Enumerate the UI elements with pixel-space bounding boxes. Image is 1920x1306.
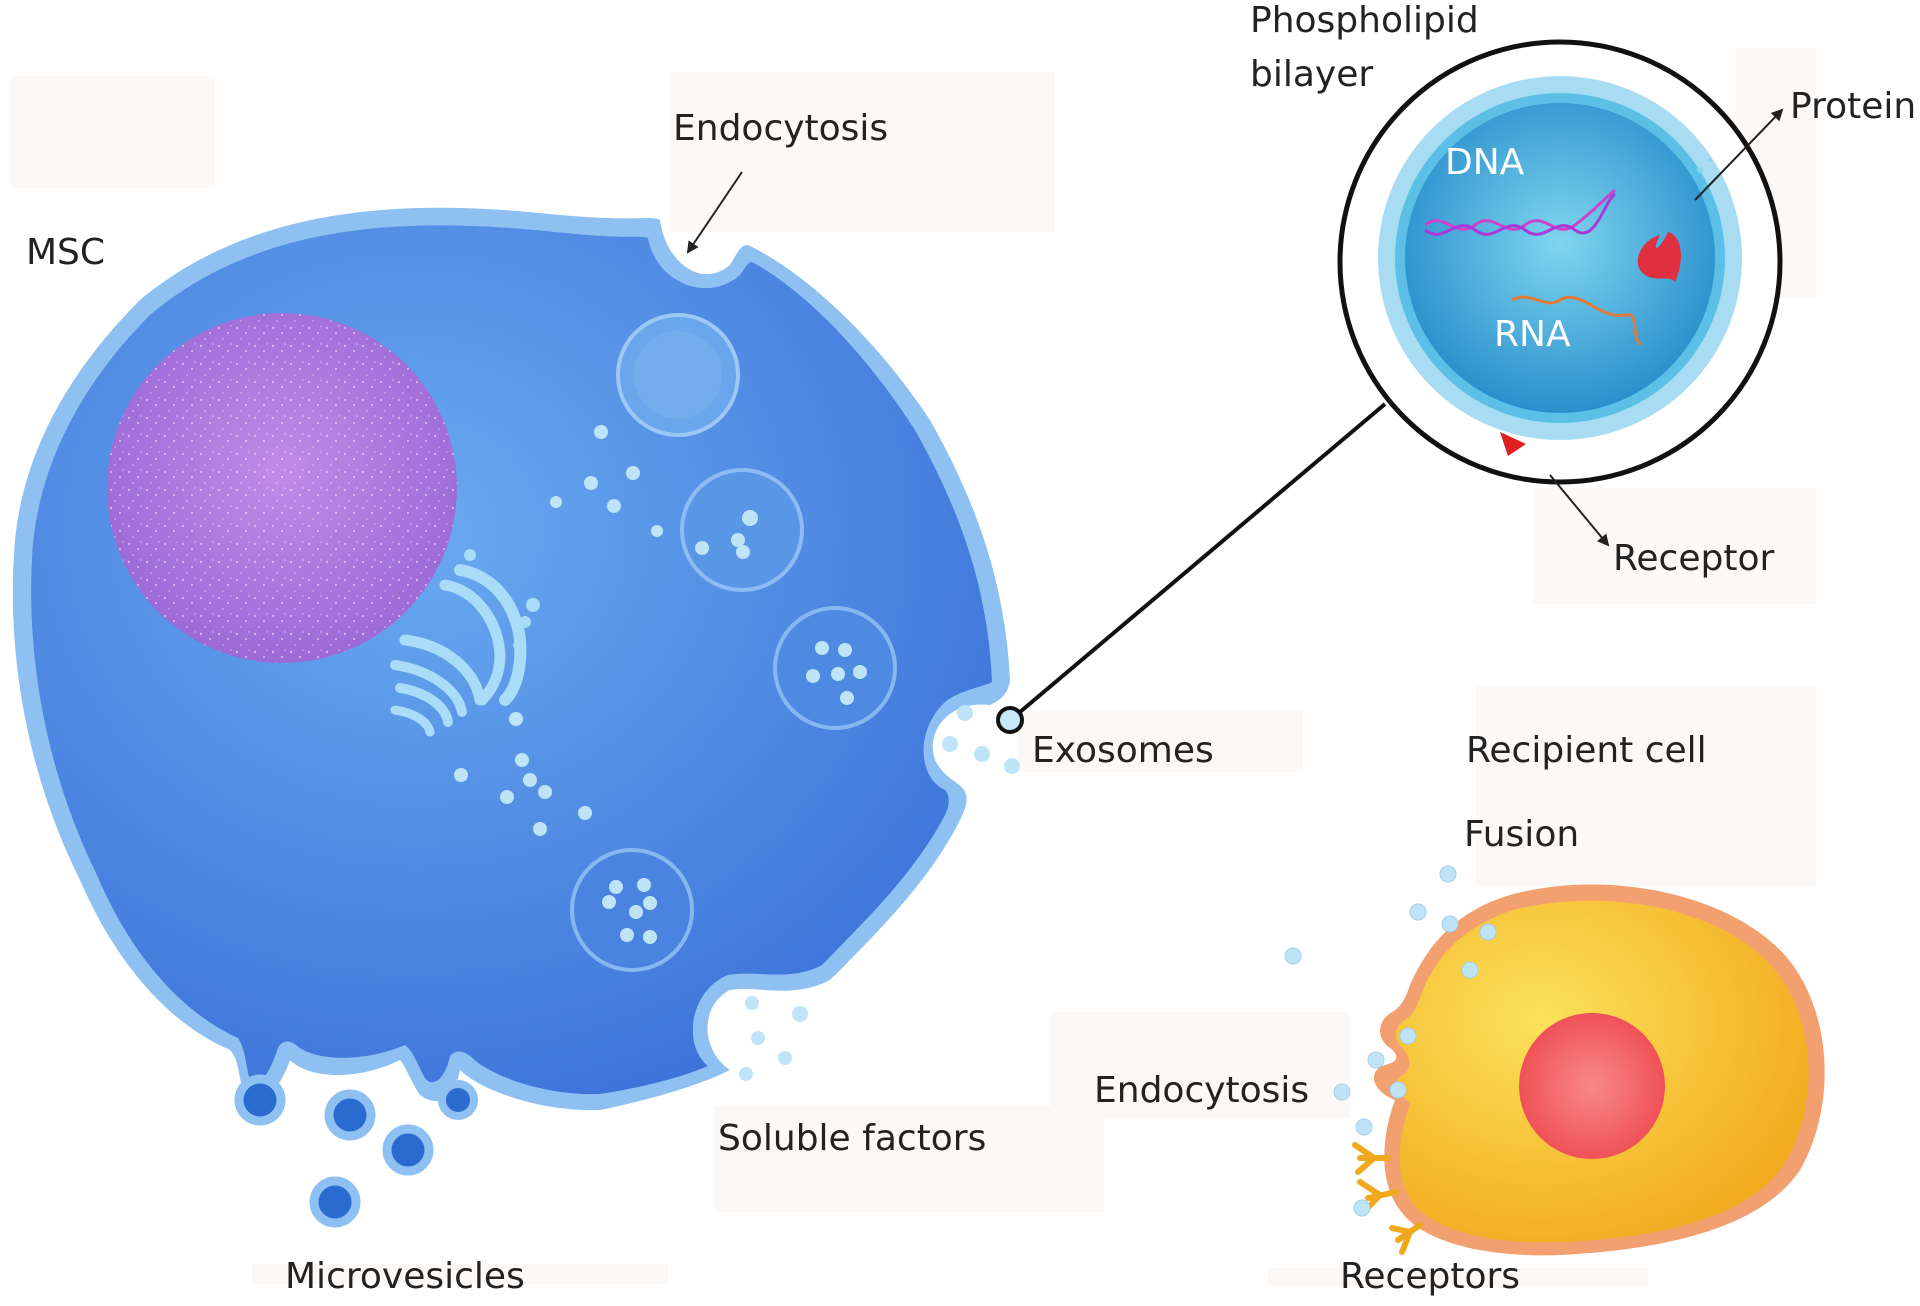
label-patch <box>670 72 1055 232</box>
label-endocytosis-bottom: Endocytosis <box>1094 1070 1310 1111</box>
rna-strand <box>1511 295 1642 346</box>
label-patch <box>1476 686 1816 886</box>
dna-strand <box>1424 192 1617 236</box>
msc-nucleus-texture <box>107 313 457 663</box>
label-microvesicles: Microvesicles <box>285 1256 525 1297</box>
recipient-nucleus <box>1519 1013 1665 1159</box>
receptor-mark <box>1500 432 1526 456</box>
label-protein: Protein <box>1790 86 1917 127</box>
arrow-protein <box>1694 108 1784 201</box>
recipient-vesicles <box>1284 865 1497 1217</box>
msc-cell <box>12 207 1011 1111</box>
label-receptors: Receptors <box>1340 1256 1521 1297</box>
label-receptor: Receptor <box>1613 538 1775 579</box>
exosome-selected <box>996 706 1024 734</box>
label-dna: DNA <box>1445 142 1525 183</box>
label-patch <box>252 1264 668 1284</box>
label-phospholipid: Phospholipid <box>1250 0 1479 41</box>
label-patch <box>1050 1012 1350 1118</box>
soluble-factors <box>739 996 808 1081</box>
label-patch <box>10 76 215 188</box>
golgi-vesicles <box>464 549 540 650</box>
arrow-receptor <box>1549 474 1610 547</box>
label-bilayer: bilayer <box>1250 54 1374 95</box>
exosome-zoom <box>1337 39 1783 485</box>
zoom-connector <box>1018 402 1387 714</box>
label-exosomes: Exosomes <box>1032 730 1214 771</box>
label-soluble-factors: Soluble factors <box>718 1118 987 1159</box>
label-endocytosis-top: Endocytosis <box>673 108 889 149</box>
label-patch <box>714 1106 1104 1212</box>
arrow-endocytosis <box>686 171 743 254</box>
label-recipient-cell: Recipient cell <box>1466 730 1707 771</box>
label-fusion: Fusion <box>1464 814 1580 855</box>
label-patch <box>1268 1268 1648 1286</box>
intracellular-vesicles <box>454 425 867 944</box>
recipient-cell <box>1352 884 1825 1256</box>
label-msc: MSC <box>26 232 106 273</box>
exosomes-released <box>942 705 1020 774</box>
golgi-apparatus <box>390 564 527 737</box>
microvesicles <box>234 1074 478 1228</box>
label-patch <box>1533 488 1817 604</box>
multivesicular-bodies <box>570 313 897 972</box>
receptors <box>1352 1142 1423 1255</box>
protein-shape <box>1637 232 1681 282</box>
label-rna: RNA <box>1494 314 1571 355</box>
label-patch <box>1018 710 1303 772</box>
